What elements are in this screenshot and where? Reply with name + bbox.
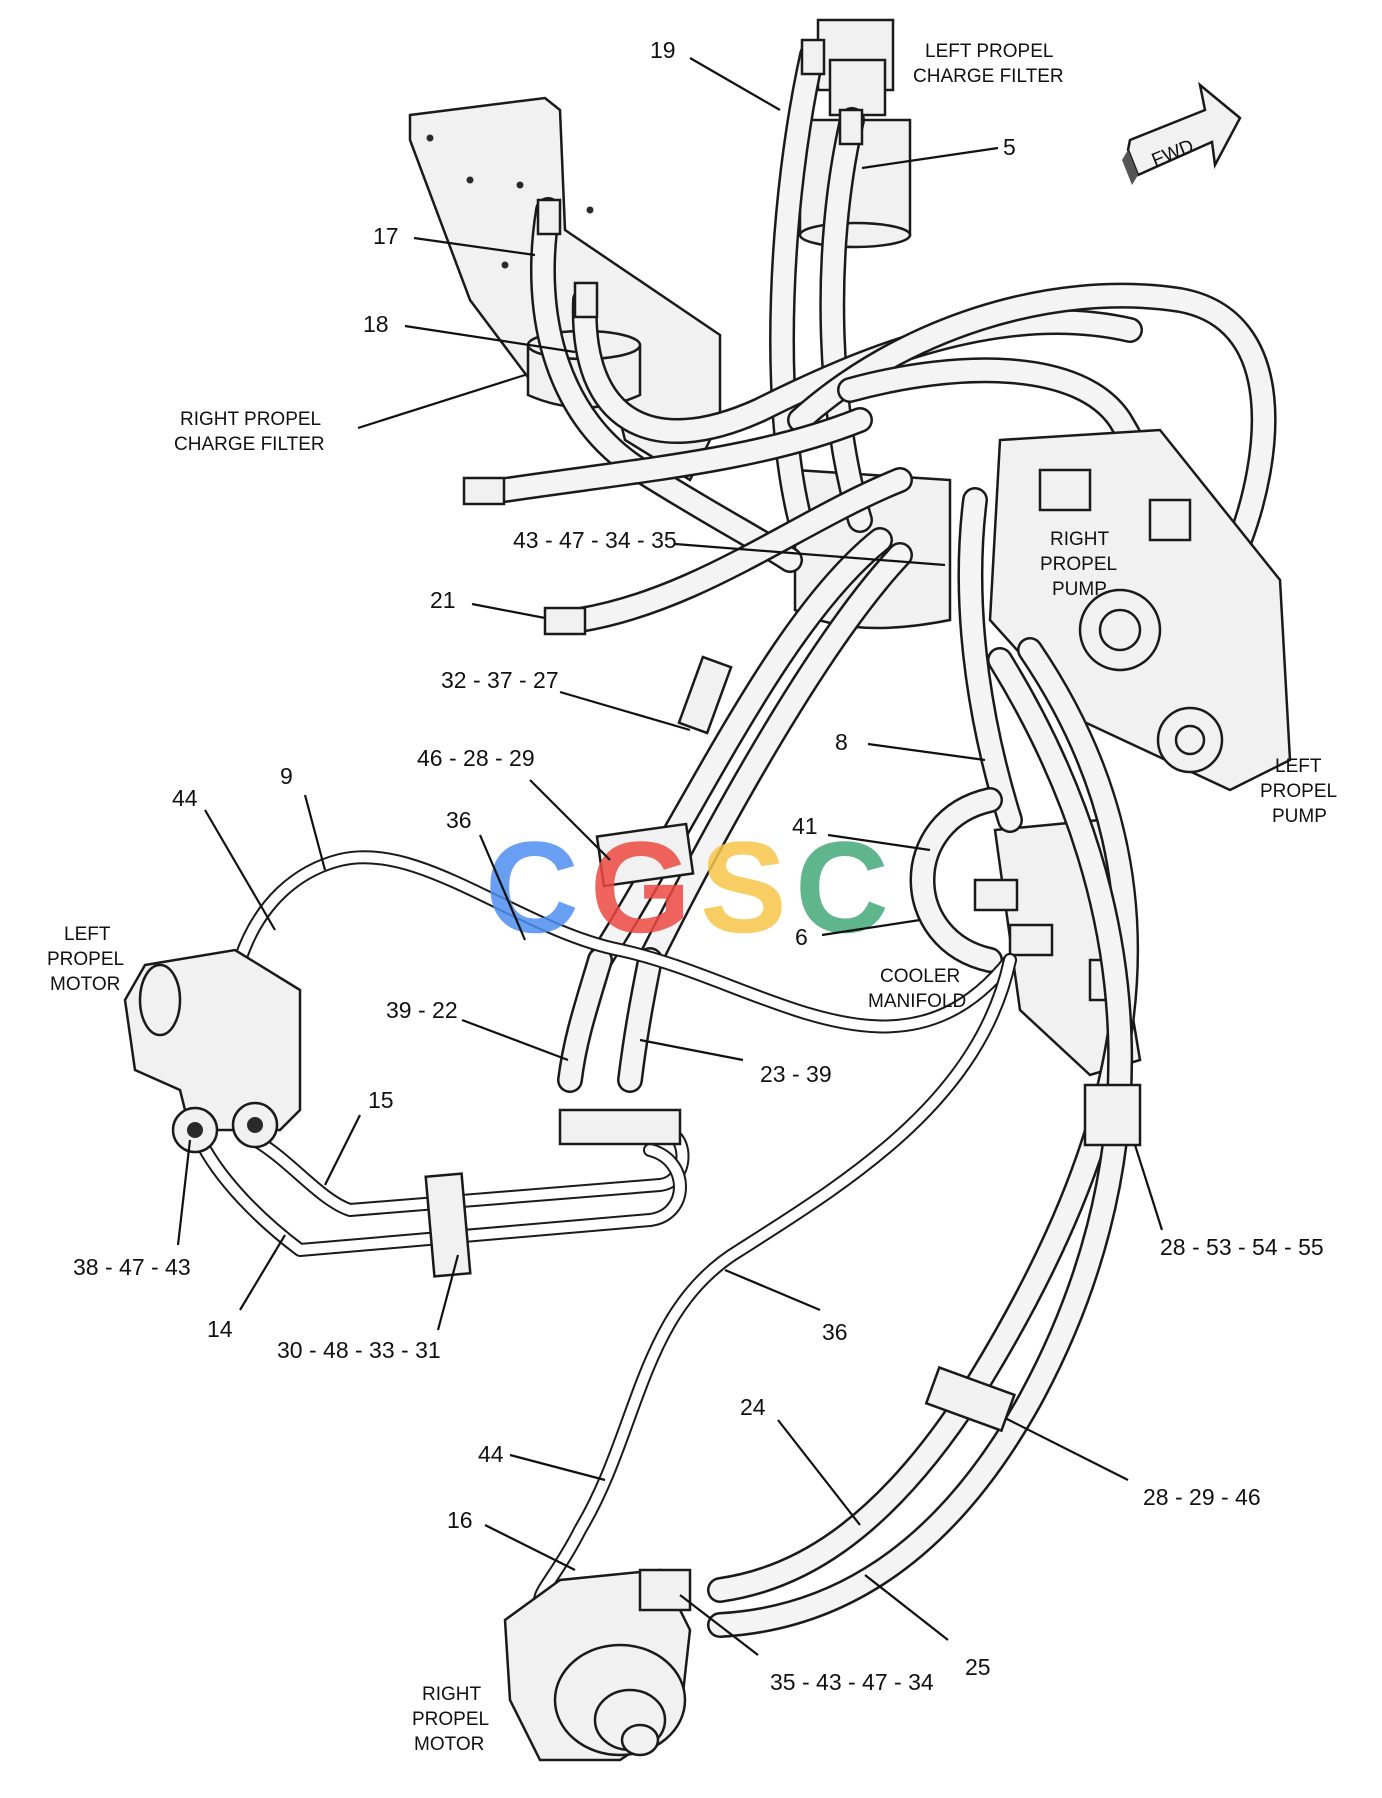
- callout-23-39: 23 - 39: [760, 1061, 832, 1087]
- forward-direction-arrow: FWD: [1122, 81, 1242, 185]
- callout-43-47-34-35: 43 - 47 - 34 - 35: [513, 527, 677, 553]
- callout-numbers: 19 5 17 18 43 - 47 - 34 - 35 21 32 - 37 …: [73, 37, 1324, 1695]
- label-cooler-manifold-1: COOLER: [880, 966, 960, 987]
- label-right-propel-charge-filter-2: CHARGE FILTER: [174, 434, 325, 455]
- callout-21: 21: [430, 587, 456, 613]
- callout-28-29-46: 28 - 29 - 46: [1143, 1484, 1261, 1510]
- callout-17: 17: [373, 223, 399, 249]
- left-propel-charge-filter: [798, 18, 912, 249]
- label-left-propel-pump-1: LEFT: [1275, 756, 1322, 777]
- callout-41: 41: [792, 813, 818, 839]
- callout-15: 15: [368, 1087, 394, 1113]
- label-left-propel-pump-2: PROPEL: [1260, 781, 1337, 802]
- callout-leaders: [176, 57, 1164, 1656]
- watermark-letter-s: S: [700, 814, 787, 960]
- callout-28-53-54-55: 28 - 53 - 54 - 55: [1160, 1234, 1324, 1260]
- callout-25: 25: [965, 1654, 991, 1680]
- callout-14: 14: [207, 1316, 233, 1342]
- callout-16: 16: [447, 1507, 473, 1533]
- callout-35-43-47-34: 35 - 43 - 47 - 34: [770, 1669, 934, 1695]
- label-right-propel-motor-3: MOTOR: [414, 1734, 484, 1755]
- label-right-propel-pump-2: PROPEL: [1040, 554, 1117, 575]
- label-right-propel-motor-2: PROPEL: [412, 1709, 489, 1730]
- label-left-propel-motor-3: MOTOR: [50, 974, 120, 995]
- watermark-letter-c2: C: [795, 814, 889, 960]
- callout-9: 9: [280, 763, 293, 789]
- callout-5: 5: [1003, 134, 1016, 160]
- callout-24: 24: [740, 1394, 766, 1420]
- label-left-propel-motor-1: LEFT: [64, 924, 111, 945]
- label-left-propel-charge-filter-2: CHARGE FILTER: [913, 66, 1064, 87]
- lower-hoses: [557, 487, 1140, 1638]
- label-right-propel-pump-1: RIGHT: [1050, 529, 1110, 550]
- callout-36-top: 36: [446, 807, 472, 833]
- right-propel-motor: [503, 1568, 692, 1762]
- watermark-letter-c1: C: [485, 814, 579, 960]
- label-right-propel-pump-3: PUMP: [1052, 579, 1107, 600]
- callout-32-37-27: 32 - 37 - 27: [441, 667, 559, 693]
- callout-36-bottom: 36: [822, 1319, 848, 1345]
- callout-8: 8: [835, 729, 848, 755]
- label-left-propel-pump-3: PUMP: [1272, 806, 1327, 827]
- tube-clamps: [424, 655, 1142, 1433]
- callout-44-top: 44: [172, 785, 198, 811]
- callout-6: 6: [795, 924, 808, 950]
- callout-38-47-43: 38 - 47 - 43: [73, 1254, 191, 1280]
- label-left-propel-motor-2: PROPEL: [47, 949, 124, 970]
- hose-fittings: [462, 38, 864, 636]
- filter-mounting-plate: [408, 96, 722, 482]
- callout-30-48-33-31: 30 - 48 - 33 - 31: [277, 1337, 441, 1363]
- callout-19: 19: [650, 37, 676, 63]
- callout-39-22: 39 - 22: [386, 997, 458, 1023]
- component-labels: LEFT PROPEL CHARGE FILTER RIGHT PROPEL C…: [47, 41, 1337, 1755]
- label-left-propel-charge-filter-1: LEFT PROPEL: [925, 41, 1053, 62]
- watermark-letter-g: G: [590, 814, 691, 960]
- cgsc-watermark: C G S C: [485, 814, 889, 960]
- callout-18: 18: [363, 311, 389, 337]
- label-right-propel-charge-filter-1: RIGHT PROPEL: [180, 409, 321, 430]
- callout-46-28-29: 46 - 28 - 29: [417, 745, 535, 771]
- label-right-propel-motor-1: RIGHT: [422, 1684, 482, 1705]
- upper-hoses: [492, 42, 1277, 633]
- label-cooler-manifold-2: MANIFOLD: [868, 991, 966, 1012]
- callout-44-bottom: 44: [478, 1441, 504, 1467]
- left-propel-motor: [123, 948, 302, 1154]
